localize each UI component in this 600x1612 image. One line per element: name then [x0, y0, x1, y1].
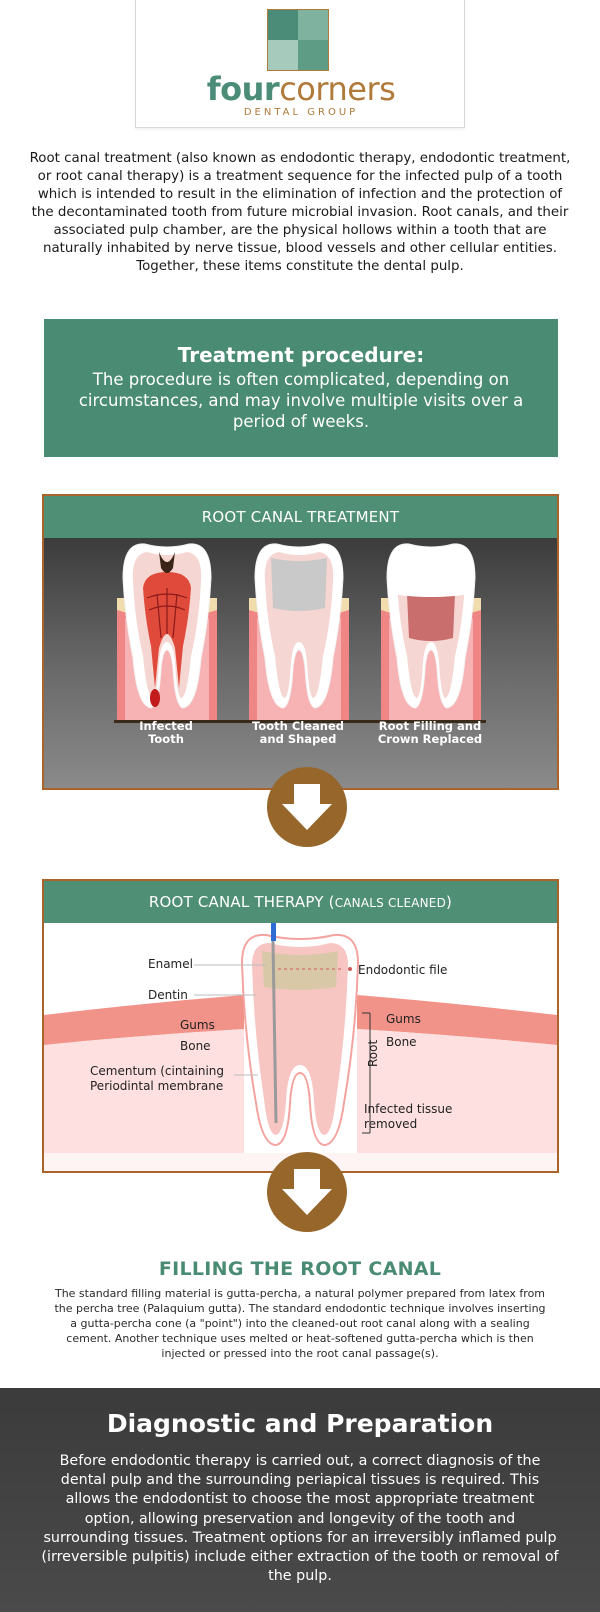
filling-text: The standard filling material is gutta-p…: [54, 1287, 546, 1360]
treatment-procedure-box: Treatment procedure: The procedure is of…: [44, 319, 558, 457]
label-cementum-line1: Cementum (cintaining: [90, 1064, 225, 1078]
label-gums-left: Gums: [180, 1018, 215, 1032]
arrow-down-icon-2: [267, 1152, 347, 1232]
label-enamel: Enamel: [148, 957, 193, 971]
intro-paragraph: Root canal treatment (also known as endo…: [29, 151, 571, 274]
treatment-procedure-title: Treatment procedure:: [177, 343, 425, 367]
caption-root-filling: Root Filling and Crown Replaced: [377, 719, 483, 746]
arrow-down-icon: [267, 767, 347, 847]
root-canal-therapy-panel: ROOT CANAL THERAPY (CANALS CLEANED) Enam…: [42, 879, 559, 1173]
label-infected-line1: Infected tissue: [364, 1102, 453, 1116]
logo-card: fourcorners DENTAL GROUP: [135, 0, 465, 128]
diagnostic-title: Diagnostic and Preparation: [106, 1409, 494, 1438]
diagnostic-section: Diagnostic and Preparation Before endodo…: [0, 1388, 600, 1612]
caption-tooth-cleaned: Tooth Cleaned and Shaped: [252, 719, 344, 746]
logo-mark-icon: [267, 9, 329, 71]
treatment-procedure-text: The procedure is often complicated, depe…: [78, 370, 524, 431]
label-infected-line2: removed: [364, 1117, 418, 1131]
label-root: Root: [366, 1039, 380, 1067]
tooth-stages-illustration: [114, 543, 486, 723]
restored-tooth-icon: [381, 543, 481, 720]
label-dentin: Dentin: [148, 988, 188, 1002]
filling-title: FILLING THE ROOT CANAL: [158, 1258, 442, 1280]
caption-infected-tooth: Infected Tooth: [139, 719, 193, 746]
label-bone-left: Bone: [180, 1039, 211, 1053]
root-canal-treatment-title: ROOT CANAL TREATMENT: [44, 496, 557, 538]
root-canal-treatment-panel: ROOT CANAL TREATMENT: [42, 494, 559, 790]
cleaned-tooth-icon: [249, 543, 349, 720]
root-canal-therapy-diagram: [44, 923, 557, 1171]
brand-subtitle: DENTAL GROUP: [243, 107, 359, 118]
diagnostic-text: Before endodontic therapy is carried out…: [41, 1453, 559, 1585]
infected-tooth-icon: [117, 543, 217, 720]
brand-name: fourcorners: [136, 70, 466, 108]
label-endodontic-file: Endodontic file: [358, 963, 448, 977]
root-canal-therapy-title: ROOT CANAL THERAPY (CANALS CLEANED): [44, 881, 557, 923]
label-bone-right: Bone: [386, 1035, 417, 1049]
brand-name-part2: corners: [279, 70, 396, 108]
brand-name-part1: four: [206, 70, 280, 108]
label-cementum-line2: Periodintal membrane: [90, 1079, 224, 1093]
label-gums-right: Gums: [386, 1012, 421, 1026]
